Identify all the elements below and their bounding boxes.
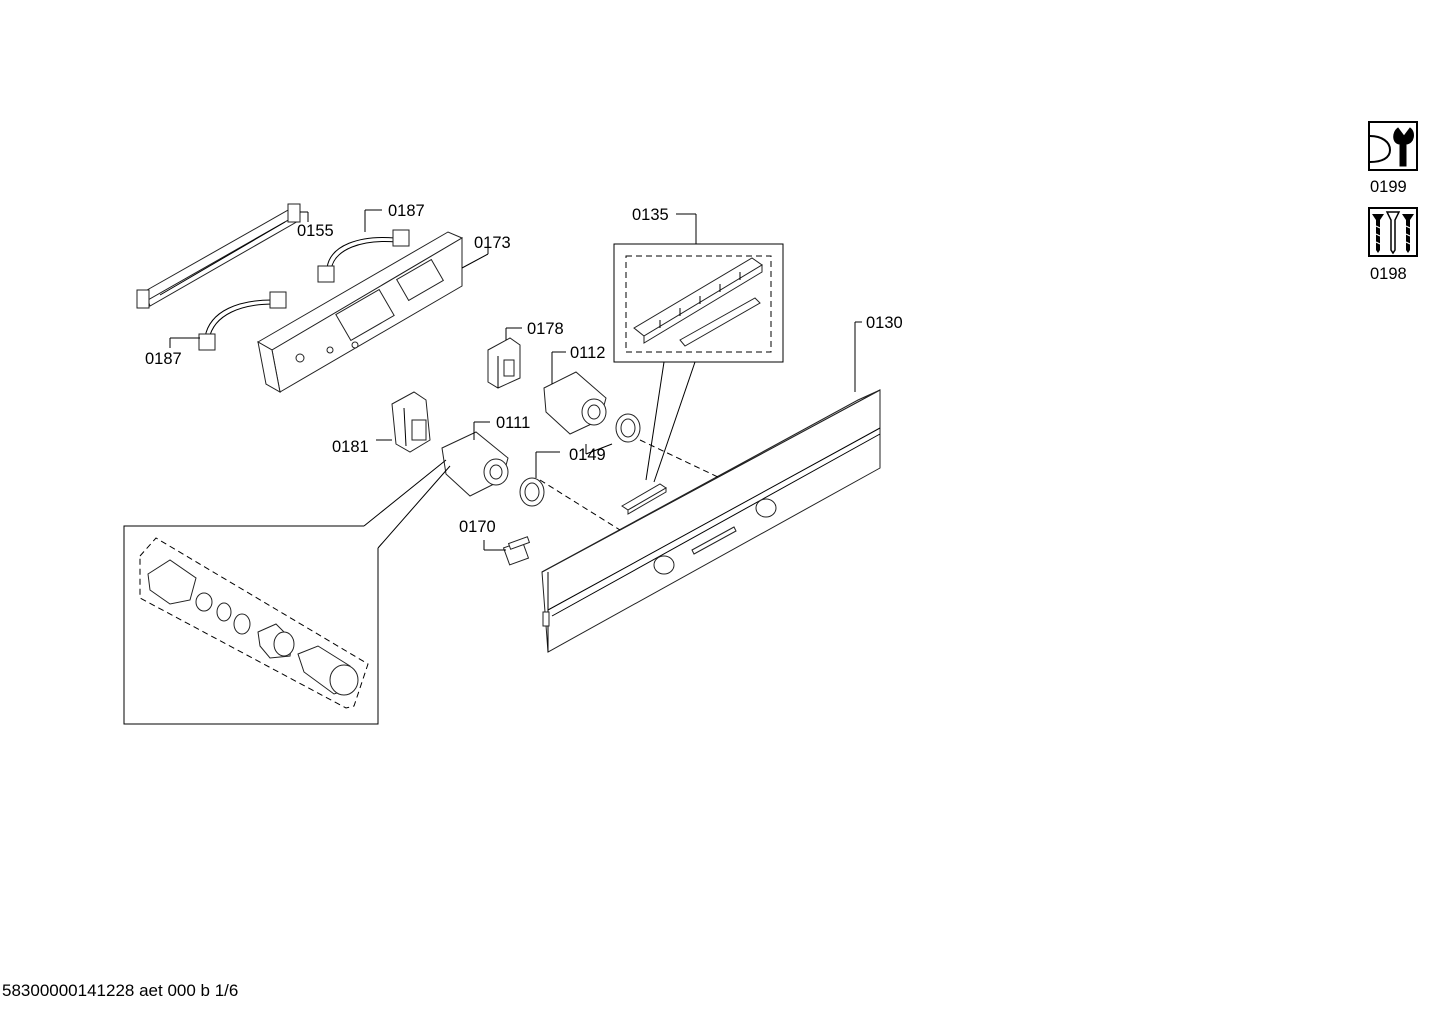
- inset-frame-knob: [123, 525, 379, 725]
- label-0149: 0149: [569, 446, 606, 464]
- control-panel-fascia[interactable]: [541, 389, 881, 653]
- knob-assembly-exploded: [147, 559, 359, 696]
- label-0187-upper: 0187: [388, 202, 425, 220]
- document-id: 58300000141228 aet 000 b 1/6: [2, 981, 239, 1000]
- inset-dashed-knob: [139, 537, 369, 709]
- trim-ring-upper[interactable]: [615, 413, 641, 443]
- screws-icon[interactable]: [1368, 207, 1418, 257]
- label-0178: 0178: [527, 320, 564, 338]
- inset-dashed-0135: [625, 255, 772, 353]
- label-0135: 0135: [632, 206, 669, 224]
- label-0173: 0173: [474, 234, 511, 252]
- label-0112: 0112: [570, 344, 605, 362]
- thermostat-0181[interactable]: [391, 391, 431, 453]
- label-0111: 0111: [496, 414, 530, 432]
- label-0130: 0130: [866, 314, 903, 332]
- rotary-switch-0111[interactable]: [441, 431, 509, 497]
- label-0181: 0181: [332, 438, 369, 456]
- button-strip[interactable]: [633, 257, 763, 347]
- label-0170: 0170: [459, 518, 496, 536]
- label-0187-lower: 0187: [145, 350, 182, 368]
- label-0198: 0198: [1370, 265, 1407, 283]
- mounting-bracket[interactable]: [136, 203, 301, 309]
- label-0155: 0155: [297, 222, 334, 240]
- inset-frame-0135: [613, 243, 784, 363]
- button-strip-installed: [621, 483, 667, 515]
- rotary-switch-0112[interactable]: [543, 371, 607, 435]
- wrench-icon[interactable]: [1368, 121, 1418, 171]
- label-0199: 0199: [1370, 178, 1407, 196]
- switch-0178[interactable]: [487, 337, 521, 389]
- cable-harness-lower[interactable]: [198, 291, 287, 351]
- trim-ring-lower[interactable]: [519, 477, 545, 507]
- cable-harness-upper[interactable]: [317, 229, 410, 283]
- control-module[interactable]: [256, 231, 464, 393]
- lamp-holder-0170[interactable]: [502, 536, 531, 566]
